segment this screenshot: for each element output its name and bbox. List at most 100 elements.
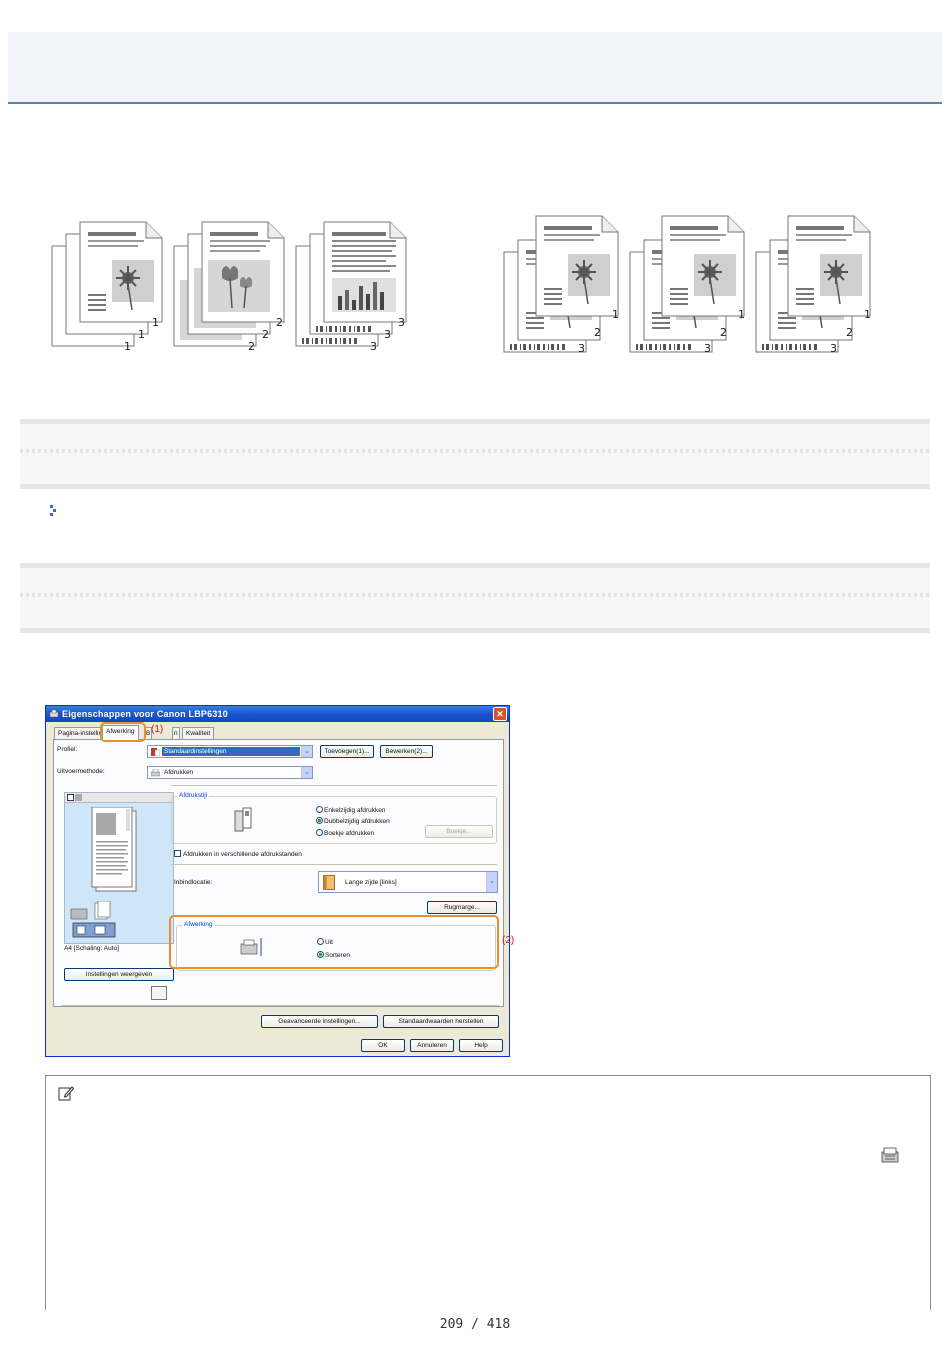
tab-label: n — [174, 730, 178, 737]
callout-one: (1) — [151, 724, 164, 735]
radio-dot — [317, 951, 324, 958]
finishing-panel: Profiel: Standaardinstellingen ⌄ Toevoeg… — [53, 739, 504, 1028]
profile-label: Profiel: — [57, 746, 78, 753]
preview-toolbar — [65, 793, 173, 803]
print-style-title: Afdrukstijl — [177, 792, 210, 799]
page-number-label: 2 — [846, 326, 853, 339]
checkbox-label: Afdrukken in verschillende afdrukstanden — [183, 851, 302, 858]
page-number-label: 3 — [384, 328, 391, 341]
page-number-label: 1 — [124, 340, 131, 353]
radio-label: Dubbelzijdig afdrukken — [324, 818, 390, 825]
finishing-group: Afwerking Uit Sorteren — [176, 921, 496, 971]
binding-location-value: Lange zijde [links] — [345, 879, 397, 886]
dialog-title: Eigenschappen voor Canon LBP6310 — [62, 709, 228, 719]
restore-defaults-button[interactable]: Standaardwaarden herstellen — [383, 1015, 499, 1028]
highlight-finishing-group — [169, 915, 499, 969]
divider — [171, 785, 497, 786]
ok-button[interactable]: OK — [361, 1039, 405, 1052]
mixed-orientation-checkbox[interactable]: Afdrukken in verschillende afdrukstanden — [174, 850, 302, 858]
close-button[interactable]: ✕ — [493, 707, 507, 721]
profile-value: Standaardinstellingen — [162, 747, 300, 756]
page-number: 209 / 418 — [439, 1317, 511, 1332]
finishing-group-title: Afwerking — [182, 921, 215, 928]
page-preview-pane — [64, 792, 174, 944]
page-number-label: 1 — [864, 308, 871, 321]
output-method-select[interactable]: Afdrukken ⌄ — [147, 766, 313, 779]
collate-printer-icon — [240, 938, 262, 956]
page-number-label: 2 — [594, 326, 601, 339]
edit-profile-button[interactable]: Bewerken(2)... — [380, 745, 433, 758]
tab-finishing[interactable]: Afwerking — [102, 725, 139, 740]
duplex-page-icon — [234, 807, 252, 832]
callout-two: (2) — [502, 935, 515, 946]
printer-preview-icon — [70, 901, 116, 938]
chevron-down-icon: ⌄ — [301, 746, 312, 757]
page-number-label: 1 — [612, 308, 619, 321]
booklet-radio[interactable]: Boekje afdrukken — [316, 829, 374, 837]
divider — [171, 864, 497, 865]
collation-illustration: 1 1 1 2 2 2 3 3 3 3 2 1 3 2 1 3 2 1 — [0, 200, 950, 370]
tab-label: Kwaliteit — [186, 730, 211, 737]
section-band — [20, 563, 930, 633]
radio-dot — [316, 817, 323, 824]
output-method-label: Uitvoermethode: — [57, 768, 105, 775]
single-sided-radio[interactable]: Enkelzijdig afdrukken — [316, 806, 385, 814]
note-box — [45, 1075, 931, 1310]
page-number-label: 3 — [370, 340, 377, 353]
radio-label: Uit — [325, 939, 333, 946]
binding-location-select[interactable]: Lange zijde [links] ⌄ — [318, 871, 498, 893]
document-preview-icon — [91, 807, 137, 892]
tab-label: Afwerking — [106, 728, 135, 735]
page-number-label: 3 — [578, 342, 585, 355]
page-number-label: 3 — [704, 342, 711, 355]
radio-dot — [316, 829, 323, 836]
chevron-down-icon: ⌄ — [486, 872, 497, 892]
print-style-group: Afdrukstijl Enkelzijdig afdrukken Dubbel… — [171, 792, 497, 844]
page-number-label: 1 — [152, 316, 159, 329]
header-band — [8, 32, 942, 104]
radio-label: Enkelzijdig afdrukken — [324, 807, 386, 814]
page-number-label: 1 — [138, 328, 145, 341]
printer-view-icon[interactable] — [75, 794, 82, 801]
collate-off-radio[interactable]: Uit — [317, 938, 333, 946]
view-settings-button[interactable]: Instellingen weergeven — [64, 968, 174, 981]
radio-label: Boekje afdrukken — [324, 830, 375, 837]
output-method-value: Afdrukken — [164, 769, 194, 776]
collate-radio[interactable]: Sorteren — [317, 951, 350, 959]
profile-icon — [151, 748, 160, 756]
print-icon — [151, 769, 160, 777]
tab-hidden[interactable]: n — [172, 727, 180, 740]
printer-properties-dialog: Eigenschappen voor Canon LBP6310 ✕ Pagin… — [45, 705, 510, 1057]
gutter-button[interactable]: Rugmarge... — [427, 901, 497, 914]
profile-select[interactable]: Standaardinstellingen ⌄ — [147, 745, 313, 758]
binding-edge-icon — [323, 875, 335, 890]
page-view-icon[interactable] — [67, 794, 74, 801]
tab-quality[interactable]: Kwaliteit — [182, 727, 215, 740]
paper-tray-icon — [881, 1147, 899, 1163]
checkbox-box — [174, 850, 181, 857]
help-button[interactable]: Help — [459, 1039, 503, 1052]
tab-label: B — [146, 730, 151, 737]
advanced-settings-button[interactable]: Geavanceerde instellingen... — [261, 1015, 378, 1028]
page-number-label: 3 — [398, 316, 405, 329]
uncollated-stacks: 1 1 1 2 2 2 3 3 3 3 2 1 3 2 1 3 2 1 — [51, 215, 871, 355]
paper-scaling-info: A4 [Schaling: Auto] — [64, 945, 119, 952]
cancel-button[interactable]: Annuleren — [410, 1039, 454, 1052]
info-icon[interactable] — [151, 986, 167, 1000]
dialog-titlebar: Eigenschappen voor Canon LBP6310 ✕ — [46, 706, 509, 722]
page-number-label: 2 — [720, 326, 727, 339]
page-number-label: 2 — [248, 340, 255, 353]
radio-dot — [316, 806, 323, 813]
bullet-arrow-icon — [50, 505, 56, 516]
divider — [61, 1005, 499, 1006]
booklet-button[interactable]: Boekje... — [425, 825, 493, 838]
radio-label: Sorteren — [325, 952, 350, 959]
double-sided-radio[interactable]: Dubbelzijdig afdrukken — [316, 817, 390, 825]
tab-label: Pagina-instelling — [58, 730, 106, 737]
radio-dot — [317, 938, 324, 945]
section-band — [20, 419, 930, 489]
add-profile-button[interactable]: Toevoegen(1)... — [320, 745, 374, 758]
page-number-label: 2 — [262, 328, 269, 341]
close-icon: ✕ — [496, 709, 504, 719]
highlight-finishing-tab — [100, 722, 146, 742]
